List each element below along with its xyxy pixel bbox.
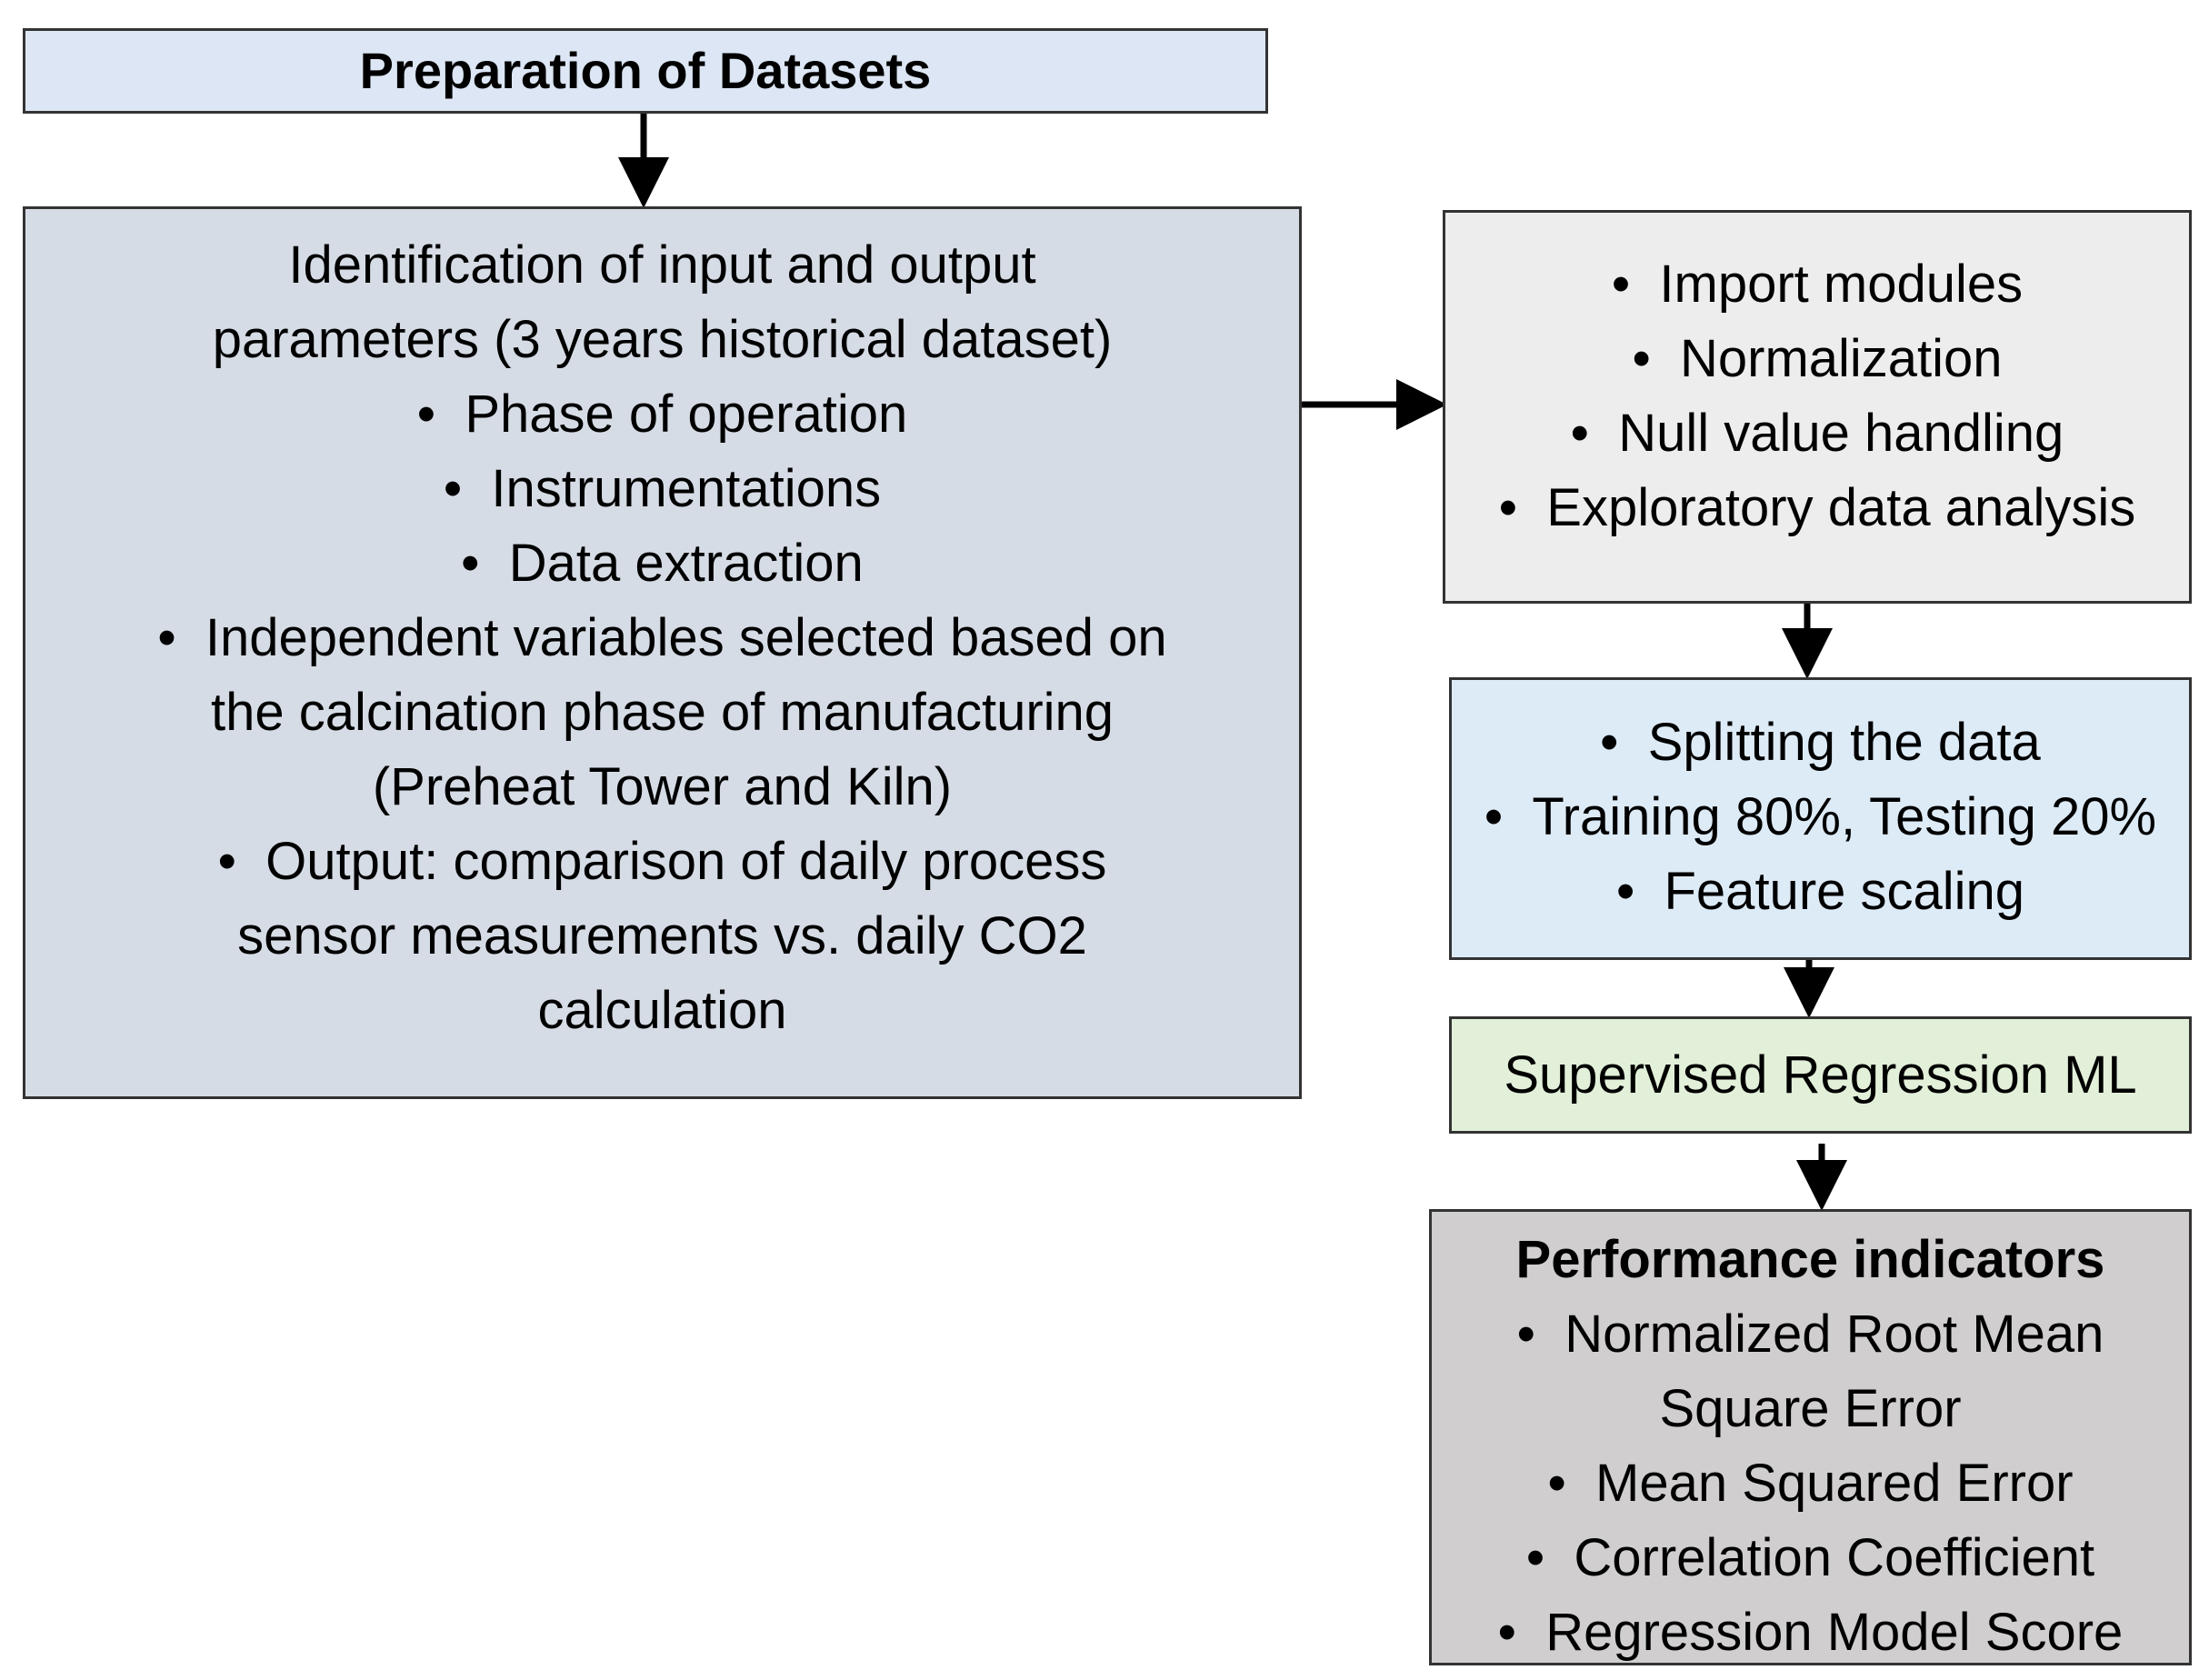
identification-line-sensor: sensor measurements vs. daily CO2 <box>237 906 1087 965</box>
identification-line-1: Identification of input and output <box>288 235 1036 295</box>
identification-bullet-independent-variables: Independent variables selected based on <box>157 601 1167 675</box>
performance-item-correlation: Correlation Coefficient <box>1526 1521 2094 1595</box>
identification-line-calculation: calculation <box>537 981 787 1040</box>
preprocessing-item-normalization: Normalization <box>1632 322 2003 396</box>
identification-line-preheat: (Preheat Tower and Kiln) <box>372 757 953 816</box>
preprocessing-item-eda: Exploratory data analysis <box>1499 471 2135 545</box>
splitting-item-ratio: Training 80%, Testing 20% <box>1484 780 2156 855</box>
preprocessing-box: Import modules Normalization Null value … <box>1443 210 2192 604</box>
preprocessing-item-null-handling: Null value handling <box>1571 396 2064 471</box>
supervised-regression-box: Supervised Regression ML <box>1449 1016 2192 1134</box>
preprocessing-item-import: Import modules <box>1612 247 2023 322</box>
performance-item-nrmse: Normalized Root Mean <box>1517 1297 2104 1372</box>
performance-indicators-box: Performance indicators Normalized Root M… <box>1429 1209 2192 1665</box>
identification-bullet-output: Output: comparison of daily process <box>218 825 1106 899</box>
splitting-box: Splitting the data Training 80%, Testing… <box>1449 677 2192 960</box>
performance-indicators-heading: Performance indicators <box>1515 1230 2105 1289</box>
performance-item-mse: Mean Squared Error <box>1547 1446 2073 1521</box>
preparation-of-datasets-box: Preparation of Datasets <box>23 28 1268 114</box>
performance-item-nrmse-cont: Square Error <box>1659 1379 1962 1438</box>
identification-bullet-instrumentations: Instrumentations <box>444 452 881 526</box>
preparation-of-datasets-title: Preparation of Datasets <box>359 42 932 99</box>
identification-box: Identification of input and output param… <box>23 206 1302 1099</box>
identification-line-2: parameters (3 years historical dataset) <box>212 310 1113 369</box>
supervised-regression-label: Supervised Regression ML <box>1504 1045 2137 1105</box>
identification-bullet-data-extraction: Data extraction <box>461 526 864 601</box>
performance-item-score: Regression Model Score <box>1498 1595 2123 1670</box>
splitting-item-scaling: Feature scaling <box>1616 855 2025 929</box>
splitting-item-split: Splitting the data <box>1600 705 2041 780</box>
identification-bullet-phase: Phase of operation <box>417 377 907 452</box>
identification-line-calcination: the calcination phase of manufacturing <box>210 683 1114 742</box>
